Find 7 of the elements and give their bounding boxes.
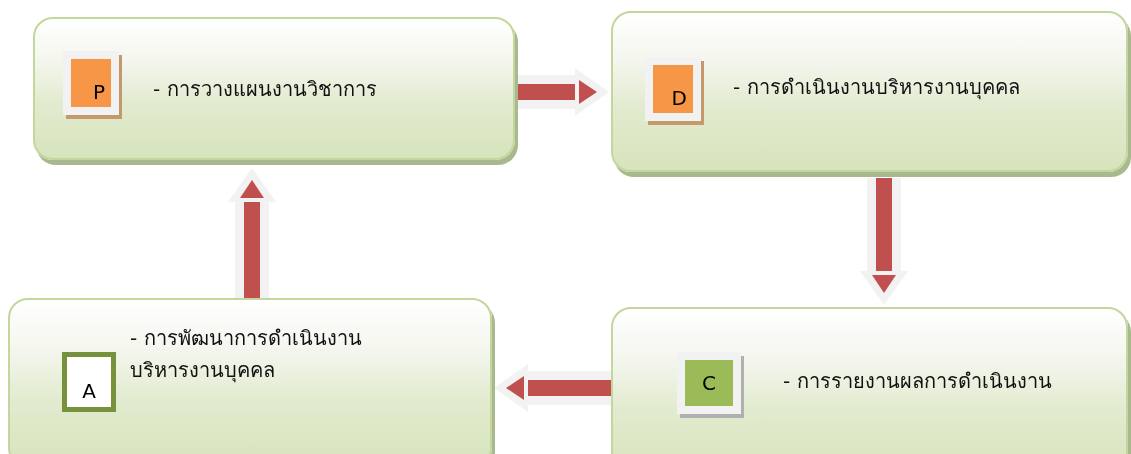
step-description: - การดำเนินงานบริหารงานบุคคล xyxy=(733,74,1021,102)
process-box xyxy=(8,298,492,454)
process-box xyxy=(611,307,1128,454)
step-description: - การวางแผนงานวิชาการ xyxy=(153,76,378,103)
step-description: - การพัฒนาการดำเนินงานบริหารงานบุคคล xyxy=(130,325,363,385)
step-description: - การรายงานผลการดำเนินงาน xyxy=(783,368,1053,395)
letter-tile: A xyxy=(62,352,116,412)
